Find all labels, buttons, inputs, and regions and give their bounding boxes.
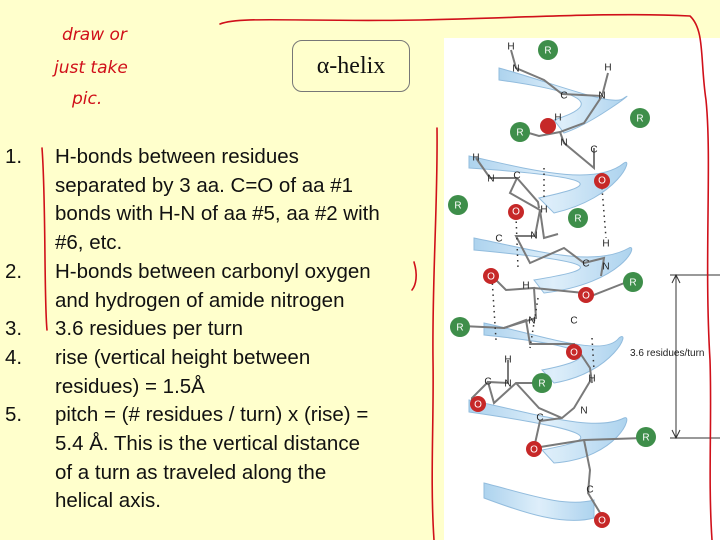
svg-text:N: N <box>560 138 567 149</box>
svg-text:R: R <box>516 128 523 139</box>
slide-title: α-helix <box>292 40 410 92</box>
svg-text:R: R <box>642 433 649 444</box>
svg-text:O: O <box>474 400 482 411</box>
svg-text:R: R <box>636 114 643 125</box>
svg-text:R: R <box>544 46 551 57</box>
svg-text:H: H <box>472 153 479 164</box>
measure-label: 3.6 residues/turn <box>630 348 705 359</box>
svg-text:H: H <box>504 355 511 366</box>
note-line-1: draw or <box>62 25 128 45</box>
bullet-number: 4. <box>5 345 23 369</box>
bullet-item: 4. rise (vertical height between residue… <box>0 344 440 401</box>
note-line-3: pic. <box>71 89 102 109</box>
bullet-text: H-bonds between residues separated by 3 … <box>55 145 380 255</box>
svg-text:N: N <box>487 174 494 185</box>
svg-text:O: O <box>512 207 520 218</box>
svg-text:N: N <box>580 406 587 417</box>
svg-text:C: C <box>560 91 567 102</box>
svg-text:O: O <box>582 291 590 302</box>
svg-text:N: N <box>602 262 609 273</box>
svg-text:R: R <box>629 278 636 289</box>
backbone-ribbon <box>468 67 633 521</box>
svg-text:N: N <box>512 64 519 75</box>
bullet-number: 1. <box>5 145 23 168</box>
svg-text:R: R <box>456 323 463 334</box>
svg-text:O: O <box>530 445 538 456</box>
svg-text:C: C <box>570 316 577 327</box>
note-line-2: just take <box>52 58 128 78</box>
svg-text:O: O <box>598 516 606 527</box>
svg-text:O: O <box>487 272 495 283</box>
bullet-number: 2. <box>5 259 23 283</box>
handwritten-note: draw or just take pic. <box>52 25 128 109</box>
svg-text:R: R <box>538 379 545 390</box>
bullet-text: pitch = (# residues / turn) x (rise) = 5… <box>55 403 369 513</box>
svg-text:C: C <box>484 377 491 388</box>
svg-text:C: C <box>582 259 589 270</box>
svg-text:H: H <box>588 374 595 385</box>
svg-text:R: R <box>574 214 581 225</box>
helix-diagram: H R N H C N R R H N C H N C O R O H R C <box>448 40 720 528</box>
bullet-text: H-bonds between carbonyl oxygen and hydr… <box>55 259 371 312</box>
bullet-number: 5. <box>5 403 23 427</box>
bullet-item: 3. 3.6 residues per turn <box>0 315 440 344</box>
bullet-number: 3. <box>5 317 23 341</box>
svg-text:H: H <box>540 205 547 216</box>
bullet-text: 3.6 residues per turn <box>55 317 244 341</box>
svg-text:N: N <box>504 379 511 390</box>
svg-text:N: N <box>530 231 537 242</box>
svg-text:N: N <box>528 316 535 327</box>
svg-text:H: H <box>604 63 611 74</box>
svg-text:O: O <box>570 348 578 359</box>
bullet-item: 1. H-bonds between residues separated by… <box>0 143 440 258</box>
bullet-item: 5. pitch = (# residues / turn) x (rise) … <box>0 401 440 516</box>
svg-text:O: O <box>598 176 606 187</box>
svg-text:H: H <box>507 42 514 53</box>
svg-text:H: H <box>602 239 609 250</box>
svg-text:H: H <box>522 281 529 292</box>
bullet-item: 2. H-bonds between carbonyl oxygen and h… <box>0 258 440 315</box>
svg-text:C: C <box>513 171 520 182</box>
svg-text:C: C <box>590 145 597 156</box>
svg-text:C: C <box>536 413 543 424</box>
bullet-list: 1. H-bonds between residues separated by… <box>0 143 440 516</box>
svg-text:C: C <box>586 485 593 496</box>
svg-text:H: H <box>554 113 561 124</box>
alpha-helix-figure: H R N H C N R R H N C H N C O R O H R C <box>444 38 720 540</box>
svg-text:C: C <box>495 234 502 245</box>
svg-text:N: N <box>598 91 605 102</box>
bullet-text: rise (vertical height between residues) … <box>55 345 311 398</box>
svg-text:R: R <box>454 201 461 212</box>
